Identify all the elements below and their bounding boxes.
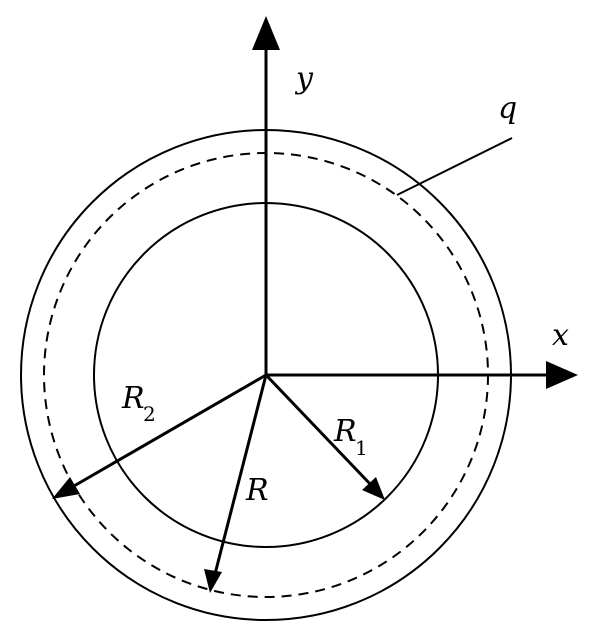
q-label: q (498, 91, 517, 126)
r1-label: R (333, 414, 357, 449)
y-axis-arrowhead (252, 16, 280, 50)
r2-arrowhead (52, 477, 80, 499)
r2-subscript: 2 (143, 402, 156, 426)
r1-vector (264, 373, 374, 488)
q-leader-line (396, 137, 513, 196)
r1-subscript: 1 (355, 436, 368, 460)
r-label: R (245, 473, 269, 508)
x-axis-arrowhead (546, 361, 578, 389)
r-arrowhead (204, 569, 222, 593)
r1-arrowhead (362, 477, 385, 500)
r-vector (213, 374, 268, 575)
x-axis-label: x (552, 318, 569, 353)
r2-label: R (121, 381, 145, 416)
r2-vector (73, 373, 267, 488)
y-axis-label: y (294, 61, 314, 96)
